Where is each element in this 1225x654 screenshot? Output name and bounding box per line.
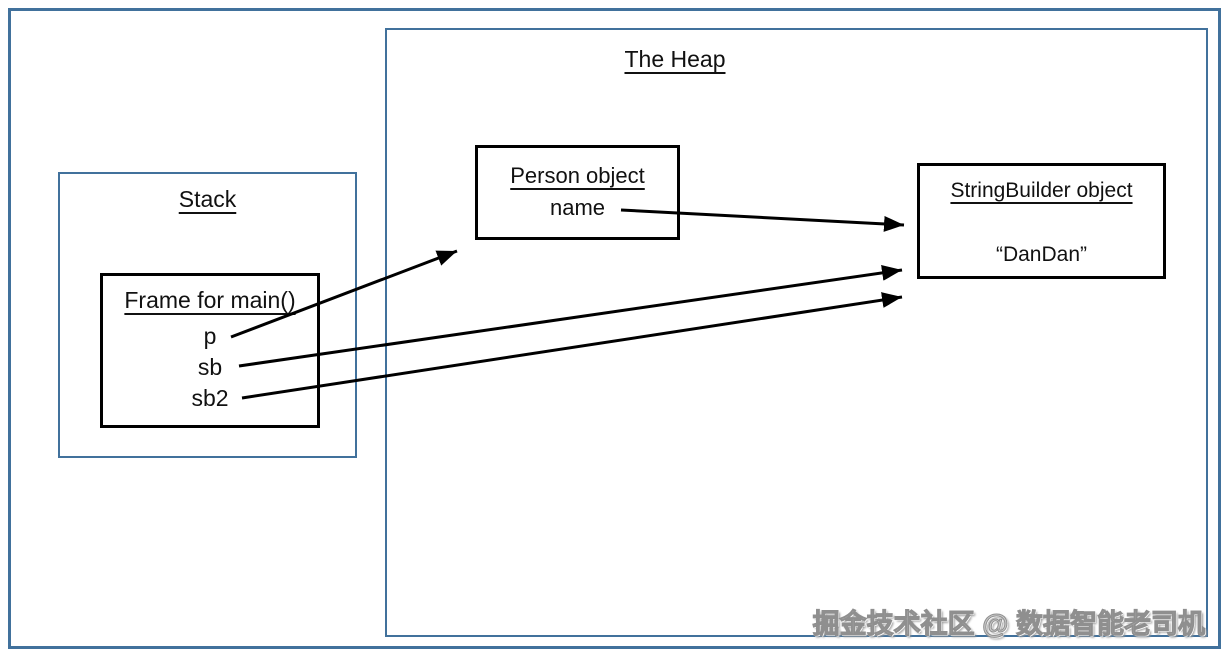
- stack-frame-title: Frame for main(): [124, 287, 296, 313]
- person-object-title: Person object: [510, 163, 645, 188]
- heap-title: The Heap: [624, 46, 726, 72]
- stringbuilder-object-box: StringBuilder object “DanDan”: [917, 163, 1166, 279]
- stack-frame-box: Frame for main() p sb sb2: [100, 273, 320, 428]
- person-field-name: name: [549, 195, 606, 220]
- person-object-box: Person object name: [475, 145, 680, 240]
- watermark-text: 掘金技术社区 @ 数据智能老司机: [812, 609, 1205, 640]
- stringbuilder-object-title: StringBuilder object: [950, 179, 1133, 202]
- heap-region: [385, 28, 1208, 637]
- variable-sb: sb: [197, 354, 223, 380]
- stack-title: Stack: [178, 186, 237, 212]
- stringbuilder-value: “DanDan”: [995, 243, 1088, 266]
- outer-border: [8, 8, 1221, 649]
- variable-sb2: sb2: [191, 385, 229, 411]
- variable-p: p: [203, 323, 217, 349]
